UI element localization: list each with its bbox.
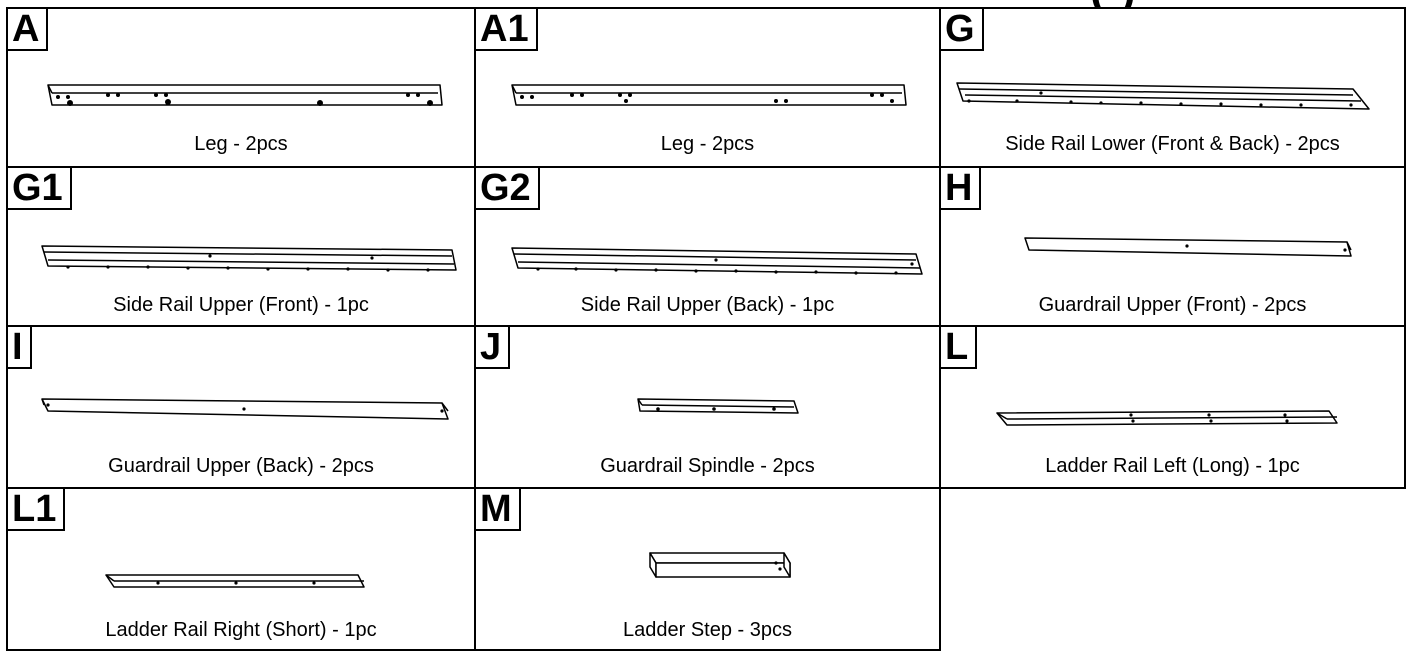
part-caption: Ladder Rail Right (Short) - 1pc bbox=[105, 619, 377, 641]
part-caption: Ladder Rail Left (Long) - 1pc bbox=[1045, 455, 1300, 477]
part-caption: Guardrail Upper (Front) - 2pcs bbox=[1038, 294, 1307, 316]
part-caption: Side Rail Upper (Front) - 1pc bbox=[113, 294, 369, 316]
spindle-drawing bbox=[637, 398, 799, 414]
part-caption: Leg - 2pcs bbox=[194, 133, 288, 155]
part-label: M bbox=[474, 487, 521, 531]
part-cell-l: L Ladder Rail Left (Long) - 1pc bbox=[939, 325, 1406, 489]
leg-part-drawing bbox=[511, 84, 907, 106]
part-label: G1 bbox=[6, 166, 72, 210]
part-label: J bbox=[474, 325, 511, 369]
part-label: G bbox=[939, 7, 984, 51]
guardrail-drawing bbox=[1024, 237, 1352, 257]
part-cell-g1: G1 Side Rail Upper (Front) - 1pc bbox=[6, 166, 476, 327]
side-rail-drawing bbox=[511, 247, 923, 275]
part-label: L1 bbox=[6, 487, 66, 531]
part-cell-j: J Guardrail Spindle - 2pcs bbox=[474, 325, 941, 489]
part-cell-g: G Side Rail Lower (Front & Back) - 2pcs bbox=[939, 7, 1406, 168]
part-label: G2 bbox=[474, 166, 540, 210]
part-cell-g2: G2 Side Rail Upper (Back) - 1pc bbox=[474, 166, 941, 327]
ladder-rail-drawing bbox=[105, 574, 365, 588]
part-cell-a: A Leg - 2pcs bbox=[6, 7, 476, 168]
part-caption: Side Rail Lower (Front & Back) - 2pcs bbox=[1005, 133, 1340, 155]
part-caption: Guardrail Upper (Back) - 2pcs bbox=[108, 455, 374, 477]
ladder-step-drawing bbox=[649, 552, 791, 578]
part-label: I bbox=[6, 325, 32, 369]
part-cell-l1: L1 Ladder Rail Right (Short) - 1pc bbox=[6, 487, 476, 651]
ladder-rail-drawing bbox=[996, 410, 1338, 426]
guardrail-drawing bbox=[41, 398, 449, 420]
part-caption: Side Rail Upper (Back) - 1pc bbox=[580, 294, 835, 316]
part-caption: Leg - 2pcs bbox=[660, 133, 755, 155]
part-label: H bbox=[939, 166, 982, 210]
part-cell-i: I Guardrail Upper (Back) - 2pcs bbox=[6, 325, 476, 489]
part-label: A1 bbox=[474, 7, 538, 51]
side-rail-drawing bbox=[41, 245, 457, 272]
part-label: L bbox=[939, 325, 978, 369]
leg-part-drawing bbox=[47, 84, 443, 106]
part-label: A bbox=[6, 7, 49, 51]
part-caption: Ladder Step - 3pcs bbox=[623, 619, 792, 641]
part-cell-a1: A1 Leg - 2pcs bbox=[474, 7, 941, 168]
part-caption: Guardrail Spindle - 2pcs bbox=[600, 455, 815, 477]
part-cell-m: M Ladder Step - 3pcs bbox=[474, 487, 941, 651]
side-rail-drawing bbox=[956, 82, 1370, 110]
part-cell-h: H Guardrail Upper (Front) - 2pcs bbox=[939, 166, 1406, 327]
